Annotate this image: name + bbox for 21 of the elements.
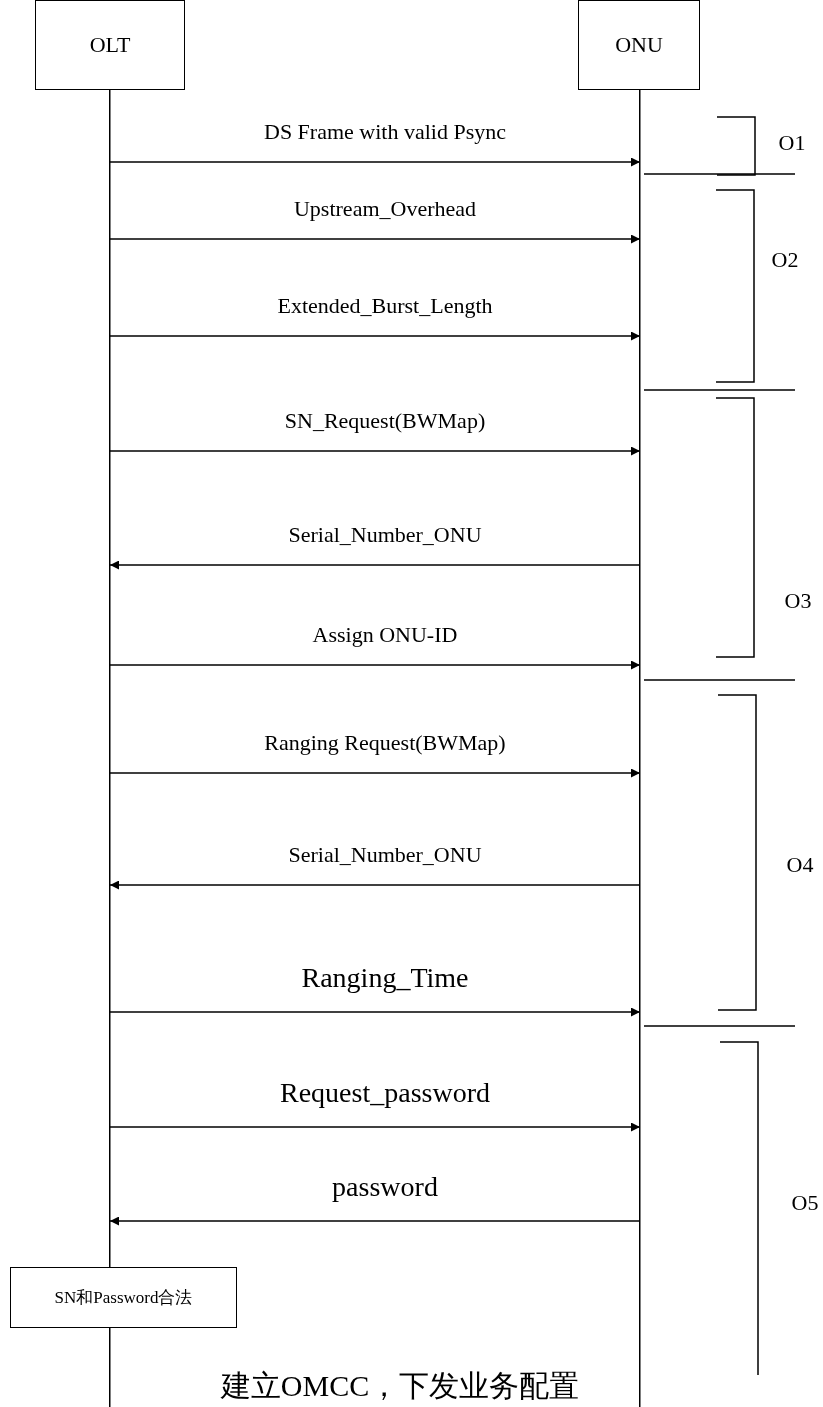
edge-label: Assign ONU-ID: [312, 621, 458, 648]
edge-label: Request_password: [280, 1076, 490, 1109]
phase-label: O4: [786, 852, 814, 878]
edge-label: Ranging Request(BWMap): [264, 729, 506, 756]
participant-label: OLT: [89, 32, 131, 58]
edge-label: Ranging_Time: [301, 961, 469, 994]
participant-label: ONU: [615, 32, 663, 58]
phase-label: O1: [778, 130, 806, 156]
edge-label: password: [332, 1170, 438, 1203]
edge-label: Serial_Number_ONU: [288, 841, 482, 868]
edge-label: Extended_Burst_Length: [277, 292, 493, 319]
note-box: [10, 1267, 237, 1328]
phase-label: O3: [784, 588, 812, 614]
edge-label: DS Frame with valid Psync: [264, 118, 506, 145]
note-text: SN和Password合法: [54, 1287, 193, 1309]
edge-label: Upstream_Overhead: [294, 195, 476, 222]
edge-label: SN_Request(BWMap): [284, 407, 486, 434]
phase-label: O2: [771, 247, 799, 273]
edge-label: Serial_Number_ONU: [288, 521, 482, 548]
note-text: 建立OMCC，下发业务配置: [220, 1368, 580, 1404]
phase-label: O5: [791, 1190, 819, 1216]
